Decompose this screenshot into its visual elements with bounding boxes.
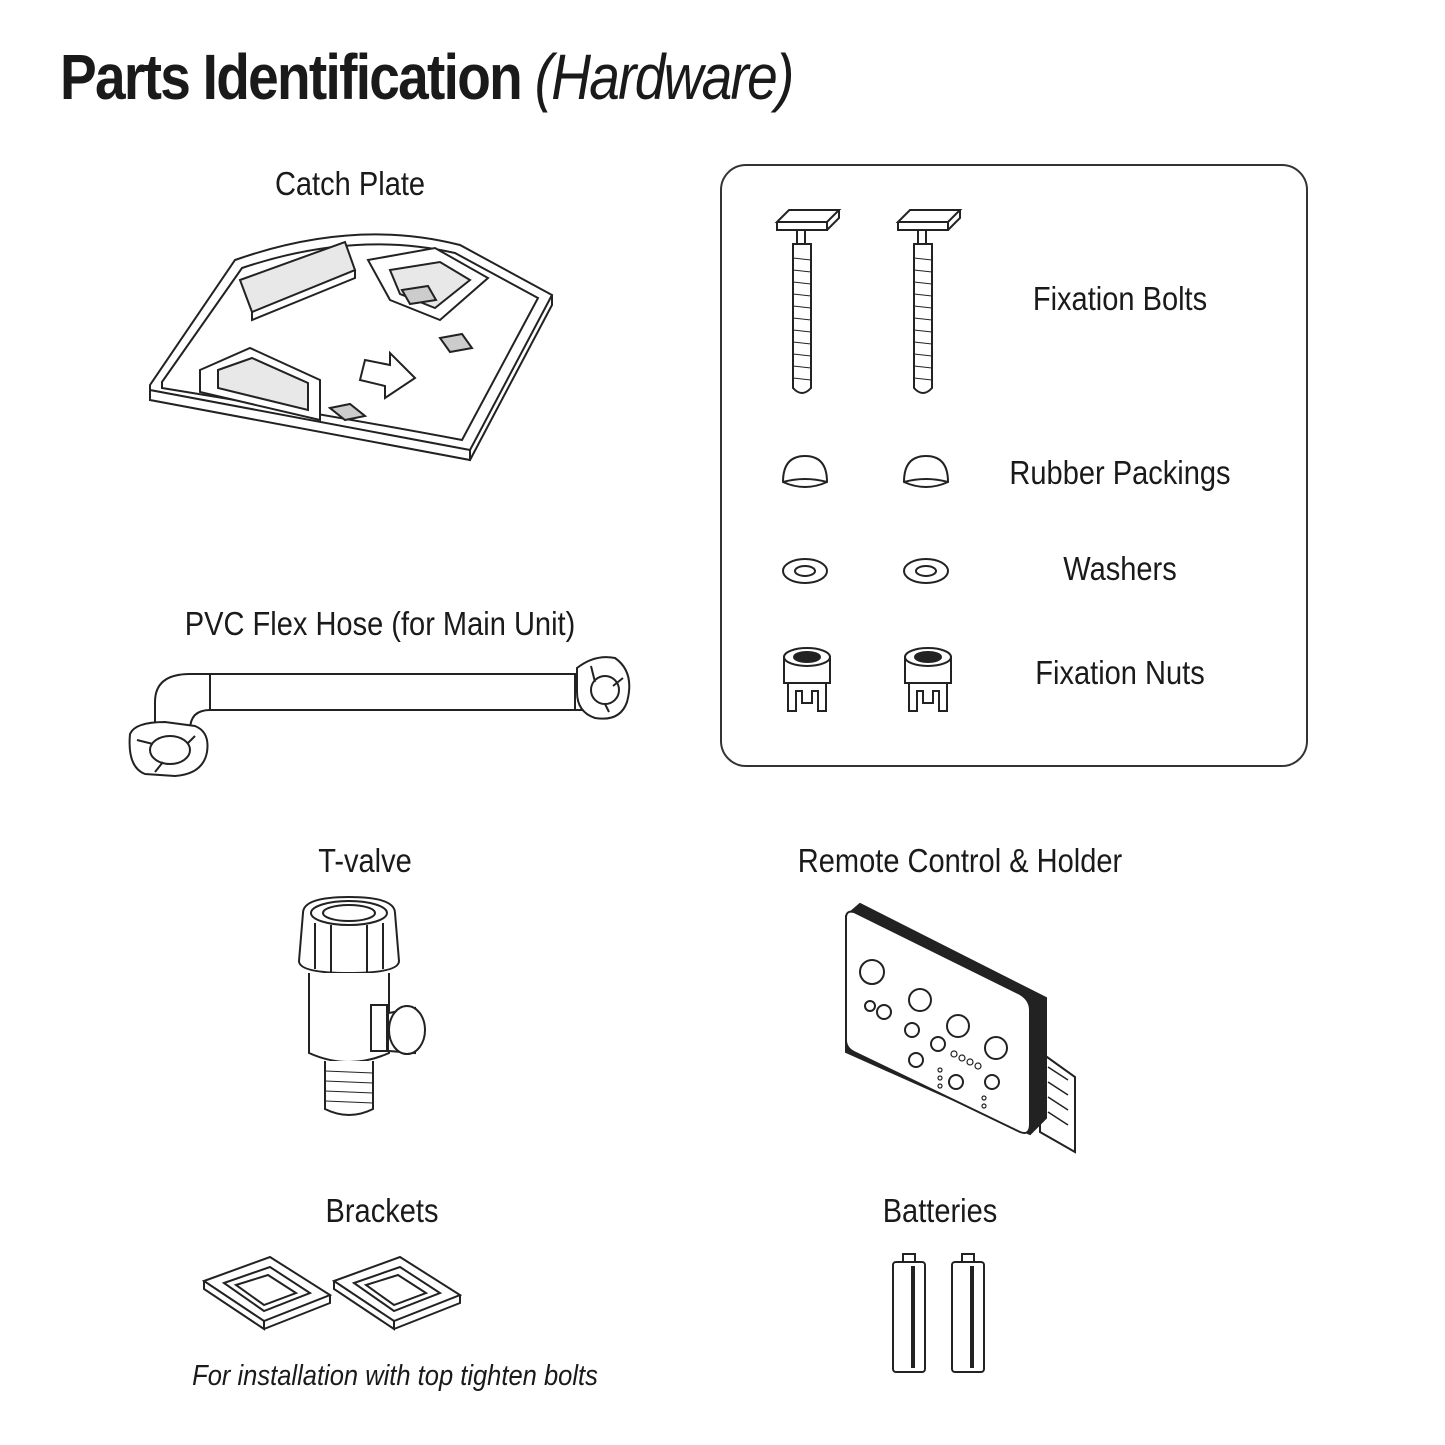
washer-icon — [780, 556, 830, 586]
rubber-packing-icon — [901, 452, 951, 492]
title-sub: (Hardware) — [534, 41, 795, 113]
brackets-label: Brackets — [325, 1192, 439, 1229]
rubber-packing-icon — [780, 452, 830, 492]
tvalve-illustration — [295, 893, 435, 1123]
bracket-icon — [200, 1255, 335, 1335]
bracket-icon — [330, 1255, 465, 1335]
remote-label: Remote Control & Holder — [797, 842, 1123, 879]
fixation-bolt-icon — [896, 208, 962, 398]
fixation-nut-icon — [780, 645, 834, 720]
title-main: Parts Identification — [60, 41, 523, 113]
fixation-bolts-label: Fixation Bolts — [1032, 280, 1208, 317]
hose-label: PVC Flex Hose (for Main Unit) — [184, 605, 576, 642]
fixation-bolt-icon — [775, 208, 841, 398]
flex-hose-illustration — [125, 652, 635, 782]
tvalve-label: T-valve — [318, 842, 412, 879]
rubber-packings-label: Rubber Packings — [1009, 454, 1231, 491]
washer-icon — [901, 556, 951, 586]
battery-icon — [948, 1252, 988, 1376]
fixation-nut-icon — [901, 645, 955, 720]
batteries-label: Batteries — [882, 1192, 998, 1229]
brackets-note: For installation with top tighten bolts — [192, 1360, 598, 1392]
catch-plate-illustration — [140, 220, 560, 470]
fixation-nuts-label: Fixation Nuts — [1035, 654, 1205, 691]
catch-plate-label: Catch Plate — [274, 165, 426, 202]
battery-icon — [889, 1252, 929, 1376]
remote-control-illustration — [840, 902, 1080, 1162]
page-title: Parts Identification (Hardware) — [60, 40, 795, 114]
washers-label: Washers — [1063, 550, 1177, 587]
hardware-kit-panel — [720, 164, 1308, 767]
